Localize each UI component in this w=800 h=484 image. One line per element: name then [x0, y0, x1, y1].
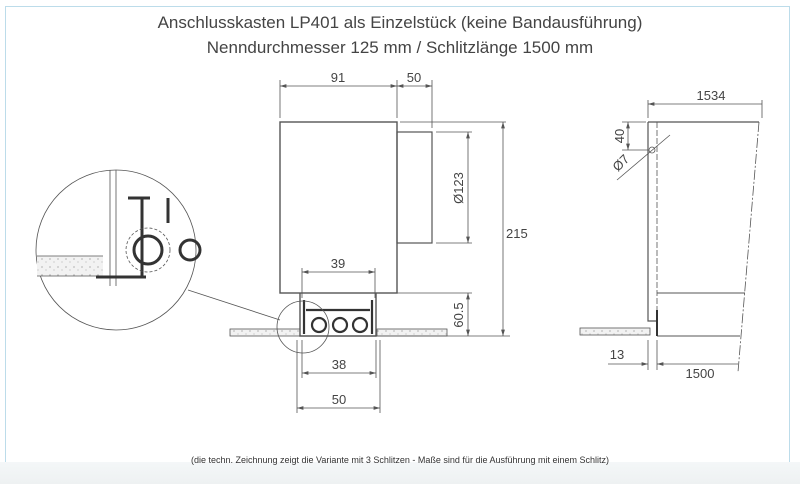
- drawing-subtitle: Nenndurchmesser 125 mm / Schlitzlänge 15…: [206, 38, 594, 57]
- dim-diameter-123: Ø123: [451, 172, 466, 204]
- footer-bar: [0, 462, 800, 484]
- dim-50-slot: 50: [332, 392, 346, 407]
- dimension-labels: 91 50 Ø123 215 39 60.5 38 50 1534 40 Ø7 …: [331, 70, 726, 407]
- dim-39: 39: [331, 256, 345, 271]
- dim-diameter-7: Ø7: [609, 151, 632, 174]
- dim-1500: 1500: [686, 366, 715, 381]
- footnote: (die techn. Zeichnung zeigt die Variante…: [190, 455, 610, 465]
- detail-view: [35, 169, 202, 331]
- dim-40: 40: [612, 129, 627, 143]
- dim-38: 38: [332, 357, 346, 372]
- dim-1534: 1534: [697, 88, 726, 103]
- dim-91: 91: [331, 70, 345, 85]
- dim-13: 13: [610, 347, 624, 362]
- dim-50-stub: 50: [407, 70, 421, 85]
- drawing-title: Anschlusskasten LP401 als Einzelstück (k…: [157, 13, 643, 32]
- front-view: [187, 80, 510, 413]
- side-view: [579, 100, 763, 373]
- dim-215: 215: [506, 226, 528, 241]
- dim-60-5: 60.5: [451, 302, 466, 327]
